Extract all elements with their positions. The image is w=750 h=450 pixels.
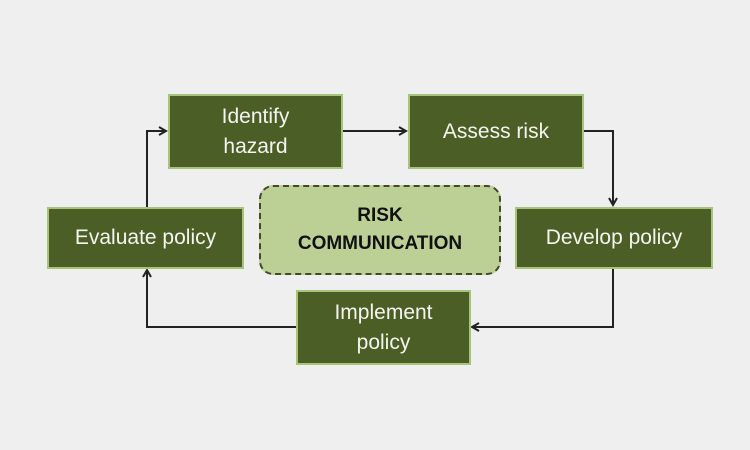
arrow-develop-to-implement xyxy=(472,268,614,327)
arrow-evaluate-to-identify xyxy=(146,131,166,207)
node-label: hazard xyxy=(223,134,288,158)
node-label: Develop policy xyxy=(545,226,683,250)
node-label: Assess risk xyxy=(442,119,550,143)
node-label: Implement xyxy=(334,301,433,325)
risk-communication-center: RISK COMMUNICATION xyxy=(259,185,501,275)
node-label: Evaluate policy xyxy=(74,226,217,250)
node-label: policy xyxy=(356,330,411,354)
center-label: RISK xyxy=(357,204,403,226)
node-implement-policy: Implement policy xyxy=(296,290,471,365)
node-evaluate-policy: Evaluate policy xyxy=(47,207,244,269)
node-assess-risk: Assess risk xyxy=(408,94,584,169)
arrow-implement-to-evaluate xyxy=(147,270,296,328)
node-label: Identify xyxy=(221,105,290,129)
node-identify-hazard: Identify hazard xyxy=(168,94,343,169)
center-label: COMMUNICATION xyxy=(297,233,463,254)
arrow-assess-to-develop xyxy=(583,130,613,205)
node-develop-policy: Develop policy xyxy=(515,207,713,269)
